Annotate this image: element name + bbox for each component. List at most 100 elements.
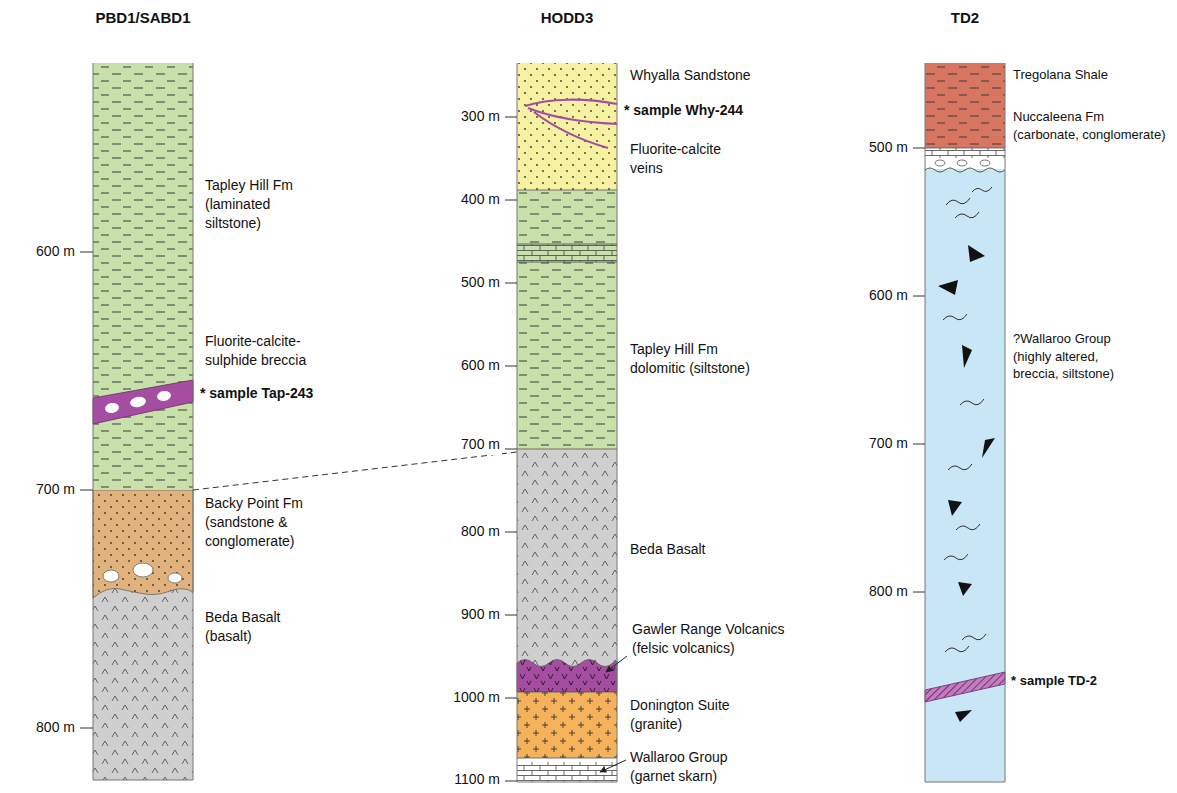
text-line: (highly altered,	[1013, 348, 1114, 366]
unit-label: Donington Suite (granite)	[630, 696, 730, 734]
column-hodd3-part	[517, 63, 617, 782]
column-hodd3-part	[517, 660, 617, 693]
unit-label: Wallaroo Group (garnet skarn)	[630, 748, 728, 786]
column-hodd3-part	[517, 449, 617, 669]
column-td2-part	[943, 187, 992, 652]
column-pbd1-part	[168, 573, 182, 583]
text-line: 700 m	[461, 435, 500, 454]
text-line: * sample Tap-243	[200, 384, 313, 403]
column-td2-part-part	[948, 464, 972, 470]
unit-label: Beda Basalt	[630, 540, 706, 559]
column-td2-part-part	[938, 280, 958, 295]
text-line: (basalt)	[205, 627, 281, 646]
column-td2	[913, 63, 1005, 782]
column-hodd3-part	[517, 660, 617, 693]
text-line: 900 m	[461, 605, 500, 624]
column-td2-part	[925, 63, 1005, 782]
column-td2-part-part	[968, 245, 985, 262]
column-td2-part	[980, 160, 990, 166]
text-line: siltstone)	[205, 214, 293, 233]
column-td2-part-part	[956, 524, 980, 530]
text-line: 1000 m	[453, 688, 500, 707]
text-line: (felsic volcanics)	[632, 639, 785, 658]
column-td2-part	[925, 672, 1005, 702]
depth-label: 600 m	[867, 286, 910, 305]
column-hodd3	[505, 63, 627, 782]
depth-label: 700 m	[34, 480, 77, 499]
text-line: dolomitic (siltstone)	[630, 359, 750, 378]
depth-label: 500 m	[459, 273, 502, 292]
column-td2-part-part	[946, 198, 970, 205]
column-td2-part-part	[972, 187, 992, 192]
column-hodd3-part	[600, 760, 626, 772]
column-td2-part	[925, 148, 1005, 149]
depth-label: 800 m	[459, 522, 502, 541]
depth-label: 900 m	[459, 605, 502, 624]
column-pbd1-part	[104, 402, 120, 414]
column-hodd3-part	[517, 762, 617, 782]
unit-label: Backy Point Fm (sandstone & conglomerate…	[205, 494, 303, 551]
sample-label: * sample Why-244	[624, 101, 743, 120]
text-line: HODD3	[541, 8, 594, 28]
depth-label: 1100 m	[452, 770, 502, 789]
depth-label: 800 m	[867, 582, 910, 601]
column-td2-part	[925, 166, 1005, 782]
column-hodd3-part	[525, 100, 617, 106]
column-hodd3-part	[517, 63, 617, 190]
column-td2-part	[925, 63, 1005, 148]
unit-label: Nuccaleena Fm (carbonate, conglomerate)	[1013, 108, 1165, 143]
column-td2-part-part	[962, 634, 986, 640]
text-line: Tregolana Shale	[1013, 66, 1108, 84]
text-line: (garnet skarn)	[630, 767, 728, 786]
column-td2-part	[925, 148, 1005, 169]
unit-label: Fluorite-calcite veins	[630, 140, 721, 178]
column-td2-part	[935, 160, 945, 166]
column-pbd1-part	[156, 390, 172, 402]
text-line: 300 m	[461, 107, 500, 126]
unit-label: Beda Basalt (basalt)	[205, 608, 281, 646]
depth-label: 600 m	[34, 242, 77, 261]
column-hodd3-part	[517, 190, 617, 449]
text-line: Donington Suite	[630, 696, 730, 715]
column-hodd3-part	[606, 656, 627, 672]
column-td2-part-part	[958, 582, 972, 596]
sample-label: * sample Tap-243	[200, 384, 313, 403]
text-line: 500 m	[461, 273, 500, 292]
text-line: 800 m	[869, 582, 908, 601]
text-line: Nuccaleena Fm	[1013, 108, 1165, 126]
column-td2-part-part	[945, 646, 969, 652]
column-pbd1-part	[93, 380, 193, 424]
column-hodd3-part	[517, 758, 617, 782]
column-hodd3-part	[517, 244, 617, 262]
text-line: 600 m	[36, 242, 75, 261]
unit-label: Tregolana Shale	[1013, 66, 1108, 84]
text-line: (granite)	[630, 715, 730, 734]
column-td2-part-part	[962, 345, 972, 368]
text-line: sulphide breccia	[205, 351, 306, 370]
sample-label: * sample TD-2	[1011, 672, 1097, 690]
column-td2-part	[913, 148, 925, 592]
column-hodd3-part	[517, 692, 617, 758]
column-pbd1-part	[93, 63, 193, 490]
column-hodd3-part	[534, 112, 608, 148]
column-pbd1-part	[80, 252, 93, 728]
column-td2-part-part	[943, 314, 967, 320]
column-title: HODD3	[541, 8, 594, 28]
text-line: 600 m	[869, 286, 908, 305]
column-td2-part-part	[955, 212, 979, 218]
column-td2-part	[925, 148, 1005, 158]
depth-label: 300 m	[459, 107, 502, 126]
column-td2-part	[925, 168, 1005, 172]
text-line: (carbonate, conglomerate)	[1013, 126, 1165, 144]
column-td2-part-part	[982, 438, 995, 458]
unit-label: Gawler Range Volcanics (felsic volcanics…	[632, 620, 785, 658]
text-line: ?Wallaroo Group	[1013, 330, 1114, 348]
column-hodd3-part	[517, 63, 617, 190]
text-line: 800 m	[36, 718, 75, 737]
text-line: 600 m	[461, 356, 500, 375]
unit-label: ?Wallaroo Group (highly altered, breccia…	[1013, 330, 1114, 383]
text-line: 500 m	[869, 138, 908, 157]
column-td2-part-part	[948, 500, 962, 516]
